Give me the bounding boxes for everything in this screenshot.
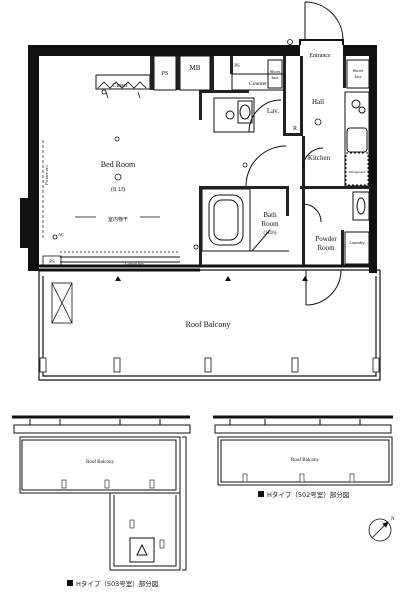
partial-502-posts bbox=[242, 473, 355, 483]
caption-503-marker bbox=[67, 580, 73, 586]
powder-room-label-2: Room bbox=[317, 244, 335, 252]
ac-label: AC bbox=[58, 232, 64, 237]
partial-502-balcony-label: Roof Balcony bbox=[291, 458, 319, 463]
laundry-label: Laundry bbox=[349, 240, 365, 245]
ps-box-bottom bbox=[42, 255, 62, 267]
kitchen-label: Kitchen bbox=[308, 154, 331, 162]
sliding-windows bbox=[60, 256, 180, 263]
closet bbox=[95, 74, 151, 99]
kitchen-fixtures bbox=[302, 91, 370, 187]
closet-label: Closet bbox=[112, 83, 128, 89]
bedroom-door-arc bbox=[245, 145, 287, 187]
counter bbox=[231, 73, 285, 91]
ps-label-bottom: PS bbox=[49, 260, 55, 265]
picture-rail-label: Picture rail bbox=[44, 164, 49, 185]
balcony-posts bbox=[39, 357, 380, 373]
partial-plan-503 bbox=[12, 415, 191, 571]
shoes-box-right-label-2: box bbox=[355, 74, 363, 79]
mb-label: MB bbox=[190, 64, 201, 72]
entrance-door bbox=[304, 1, 344, 41]
entrance-area bbox=[300, 45, 343, 67]
balcony-door bbox=[305, 269, 342, 306]
partial-503-balcony-label: Roof Balcony bbox=[86, 460, 114, 465]
roof-balcony bbox=[38, 269, 381, 381]
bed-room-label: Bed Room bbox=[101, 160, 136, 169]
caption-502: Hタイプ（502号室）部分図 bbox=[267, 490, 349, 499]
curtain-box-label: Curtain box bbox=[125, 261, 144, 266]
shoes-box-right-label-1: Shoes bbox=[353, 68, 364, 73]
hall-light bbox=[314, 118, 322, 126]
bath-room bbox=[201, 188, 289, 252]
outer-walls bbox=[20, 45, 377, 273]
fixture-circle bbox=[287, 39, 293, 45]
shoes-box-left-label-2: box bbox=[272, 75, 280, 80]
counter-label: Counter bbox=[249, 81, 267, 87]
lav-label: Lav. bbox=[267, 107, 279, 115]
partial-plan-502 bbox=[213, 415, 393, 486]
bath-room-area: (1116) bbox=[264, 231, 277, 236]
roof-balcony-label: Roof Balcony bbox=[186, 320, 231, 329]
powder-fixtures bbox=[302, 191, 370, 265]
balcony-markers bbox=[115, 276, 308, 281]
bath-room-label-1: Bath bbox=[263, 211, 277, 219]
hall-label: Hall bbox=[312, 98, 324, 106]
shoes-box-left bbox=[267, 59, 283, 89]
ps-box-top bbox=[153, 55, 177, 91]
shoes-box-left-label-1: Shoes bbox=[270, 69, 281, 74]
refrigerator-label: Refrigerator bbox=[348, 170, 366, 174]
lavatory bbox=[213, 97, 282, 133]
indoor-dryer-label: 室内物干 bbox=[108, 216, 128, 223]
bed-room-outlets bbox=[52, 89, 248, 250]
north-compass-icon bbox=[368, 518, 392, 542]
bed-room-area: (8.1J) bbox=[111, 186, 125, 193]
ps-label-2: PS bbox=[234, 64, 240, 69]
balcony-drain bbox=[51, 282, 73, 324]
interior-walls bbox=[150, 56, 370, 266]
mb-box bbox=[179, 55, 211, 91]
caption-502-marker bbox=[258, 491, 264, 497]
powder-room-label-1: Powder bbox=[315, 235, 337, 243]
partial-503-posts bbox=[61, 479, 165, 549]
north-label: N bbox=[391, 517, 395, 522]
entrance-label: Entrance bbox=[309, 53, 331, 59]
r-mark: R bbox=[293, 126, 297, 132]
caption-503: Hタイプ（503号室）部分図 bbox=[76, 579, 158, 588]
shoes-box-right bbox=[346, 59, 370, 89]
bath-room-label-2: Room bbox=[261, 220, 279, 228]
ps-label-top: PS bbox=[162, 71, 169, 77]
bed-room-light bbox=[114, 173, 122, 181]
